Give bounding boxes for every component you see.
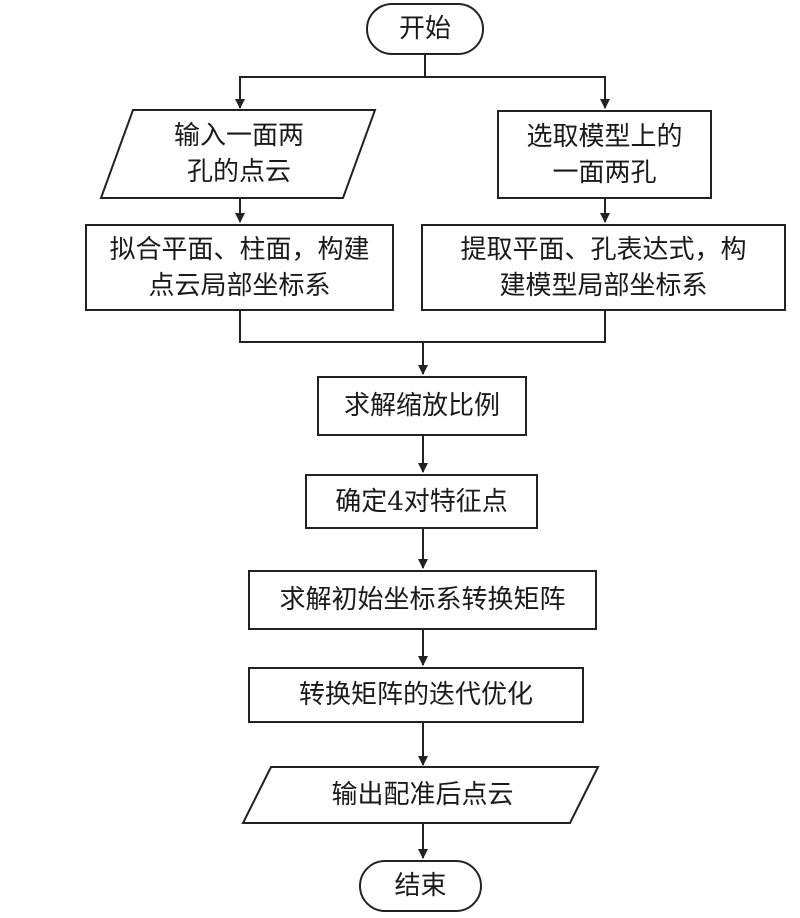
node-iterative-opt: 转换矩阵的迭代优化 bbox=[248, 667, 584, 723]
node-end: 结束 bbox=[359, 860, 482, 912]
edge-start-right bbox=[425, 76, 610, 109]
node-fit-plane: 拟合平面、柱面，构建 点云局部坐标系 bbox=[85, 224, 394, 311]
node-input-cloud: 输入一面两 孔的点云 bbox=[173, 121, 304, 187]
node-solve-scale: 求解缩放比例 bbox=[317, 376, 527, 436]
node-start: 开始 bbox=[366, 3, 484, 55]
node-init-matrix: 求解初始坐标系转换矩阵 bbox=[248, 570, 597, 630]
node-output-cloud: 输出配准后点云 bbox=[331, 780, 514, 810]
node-output-cloud-shape bbox=[241, 766, 600, 824]
node-extract-expr: 提取平面、孔表达式，构 建模型局部坐标系 bbox=[421, 224, 786, 311]
node-select-model: 选取模型上的 一面两孔 bbox=[497, 110, 712, 199]
edge-fit-merge bbox=[239, 310, 606, 343]
edge-start-split bbox=[235, 54, 426, 109]
node-input-cloud-shape bbox=[99, 109, 377, 199]
node-feature-points: 确定4对特征点 bbox=[305, 474, 538, 529]
